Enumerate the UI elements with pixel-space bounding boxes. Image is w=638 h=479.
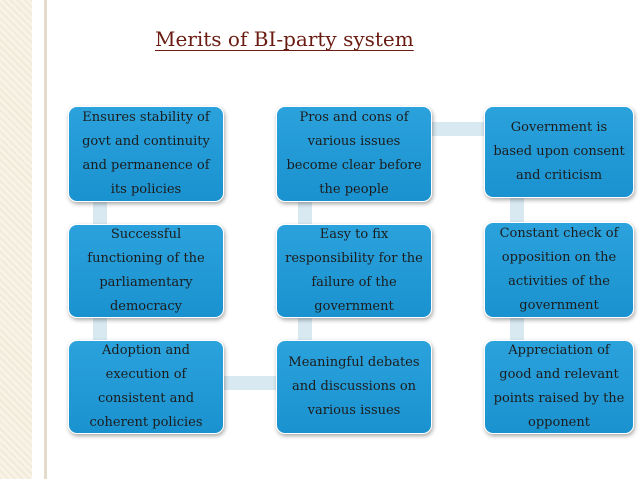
decorative-line: [44, 0, 47, 479]
connector-3-4: [220, 376, 280, 390]
flow-box-6: Pros and cons of various issues become c…: [276, 106, 432, 202]
flow-box-4: Meaningful debates and discussions on va…: [276, 340, 432, 434]
connector-7-8: [510, 196, 524, 226]
slide-title: Merits of BI-party system: [155, 27, 414, 51]
connector-8-9: [510, 316, 524, 342]
flow-box-2: Successful functioning of the parliament…: [68, 224, 224, 318]
connector-2-3: [93, 316, 107, 342]
flow-box-1: Ensures stability of govt and continuity…: [68, 106, 224, 202]
flow-box-7: Government is based upon consent and cri…: [484, 106, 634, 198]
connector-1-2: [93, 200, 107, 230]
decorative-strip: [0, 0, 32, 479]
flow-box-8: Constant check of opposition on the acti…: [484, 222, 634, 318]
connector-5-6: [298, 200, 312, 228]
flow-box-5: Easy to fix responsibility for the failu…: [276, 224, 432, 318]
connector-6-7: [420, 122, 490, 136]
connector-4-5: [298, 316, 312, 344]
flow-box-3: Adoption and execution of consistent and…: [68, 340, 224, 434]
flow-box-9: Appreciation of good and relevant points…: [484, 340, 634, 434]
